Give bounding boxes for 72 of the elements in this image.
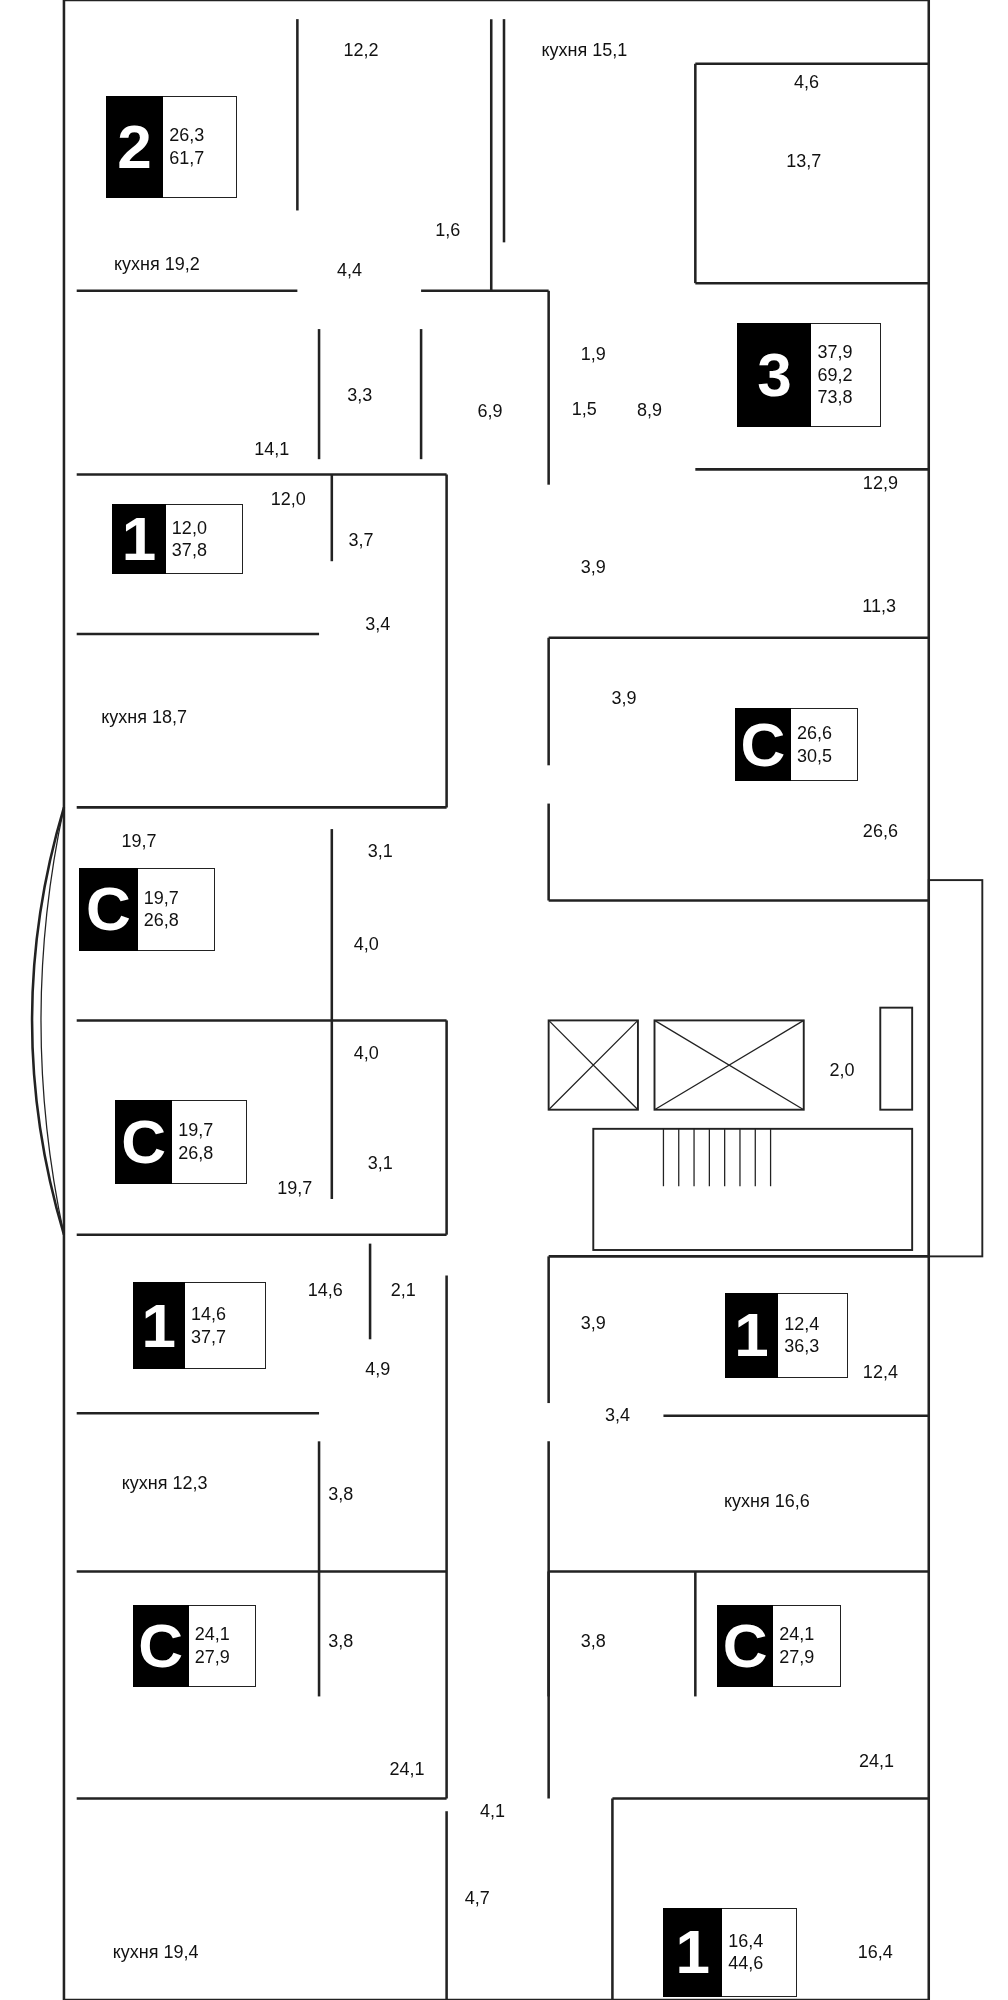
area-value: 24,1: [194, 1623, 231, 1646]
room-area-label: 24,1: [387, 1759, 427, 1780]
room-area-label: 3,7: [346, 531, 376, 551]
room-area-label: 13,7: [784, 152, 824, 172]
apartment-type-badge: С: [717, 1605, 774, 1687]
area-value: 24,1: [779, 1623, 816, 1646]
apartment-type-badge: С: [734, 708, 792, 781]
area-value: 19,7: [143, 886, 180, 910]
room-area-label: 3,1: [365, 842, 395, 863]
room-area-label: 14,1: [252, 440, 292, 461]
room-area-label: кухня 18,7: [99, 708, 190, 729]
room-area-label: 3,8: [578, 1632, 608, 1653]
room-area-label: 6,9: [475, 402, 505, 422]
apartment-type-badge: 1: [663, 1907, 723, 1997]
room-area-label: 3,8: [326, 1485, 356, 1506]
room-area-label: 4,6: [791, 73, 821, 93]
room-area-label: 2,0: [827, 1060, 857, 1081]
apartment-type-badge: 2: [105, 95, 164, 198]
room-area-label: 3,9: [578, 557, 608, 578]
room-area-label: 24,1: [857, 1752, 897, 1772]
area-value: 69,2: [817, 363, 854, 387]
area-value: 16,4: [728, 1929, 765, 1953]
room-area-label: 19,7: [275, 1179, 315, 1200]
room-area-label: 3,4: [363, 615, 393, 636]
apartment-type-badge: С: [114, 1099, 173, 1185]
room-area-label: 3,3: [345, 385, 375, 406]
room-area-label: кухня 12,3: [119, 1474, 210, 1494]
room-area-label: 4,1: [478, 1801, 508, 1822]
area-value: 73,8: [817, 386, 854, 409]
area-value: 27,9: [779, 1645, 816, 1669]
area-value: 30,5: [797, 744, 834, 767]
room-area-label: 8,9: [634, 400, 664, 421]
apartment-type-badge: 1: [724, 1292, 779, 1378]
room-area-label: кухня 19,2: [112, 255, 202, 276]
area-value: 37,9: [817, 341, 854, 364]
area-value: 61,7: [169, 146, 206, 170]
apartment-type-badge: С: [79, 867, 138, 951]
room-area-label: 3,1: [365, 1153, 395, 1174]
room-area-label: 3,4: [603, 1406, 633, 1427]
area-value: 37,8: [171, 539, 208, 562]
room-area-label: 12,2: [341, 41, 381, 61]
area-value: 37,7: [191, 1325, 228, 1349]
room-area-label: 4,4: [335, 260, 365, 281]
room-area-label: кухня 15,1: [539, 41, 630, 61]
room-area-label: 3,9: [609, 689, 639, 710]
apartment-type-badge: 3: [737, 322, 812, 428]
room-area-label: 4,0: [351, 1044, 381, 1064]
room-area-label: 1,6: [433, 221, 463, 241]
area-value: 26,6: [797, 722, 834, 745]
area-value: 44,6: [728, 1952, 765, 1975]
room-area-label: 26,6: [860, 822, 900, 842]
area-value: 27,9: [194, 1645, 231, 1669]
apartment-type-badge: 1: [112, 504, 166, 575]
area-value: 26,3: [169, 124, 206, 147]
room-area-label: 2,1: [388, 1281, 418, 1302]
area-value: 14,6: [191, 1303, 228, 1326]
area-value: 26,8: [143, 909, 180, 932]
room-area-label: 3,8: [326, 1632, 356, 1653]
area-value: 12,0: [171, 516, 208, 540]
room-area-label: кухня 19,4: [110, 1943, 201, 1964]
room-area-label: 3,9: [578, 1314, 608, 1335]
area-value: 19,7: [178, 1119, 215, 1142]
room-area-label: 11,3: [860, 597, 898, 618]
room-area-label: 4,0: [351, 935, 381, 956]
room-area-label: 19,7: [119, 832, 159, 852]
area-value: 26,8: [178, 1141, 215, 1165]
apartment-type-badge: С: [132, 1605, 189, 1687]
area-value: 36,3: [784, 1335, 821, 1358]
room-area-label: 4,7: [462, 1888, 492, 1909]
apartment-type-badge: 1: [132, 1282, 185, 1370]
area-value: 12,4: [784, 1312, 821, 1336]
room-area-label: 4,9: [363, 1360, 393, 1381]
